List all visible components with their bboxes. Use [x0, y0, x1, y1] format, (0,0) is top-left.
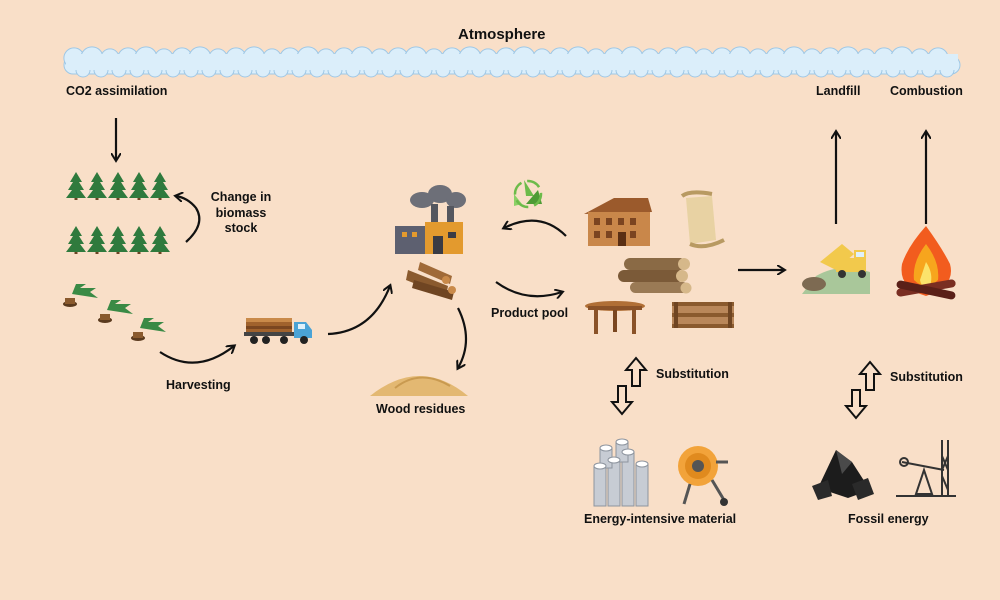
- landfill-label: Landfill: [816, 84, 861, 98]
- bonfire-icon: [896, 226, 956, 300]
- coal-pile-icon: [812, 450, 874, 500]
- dump-truck-icon: [802, 244, 870, 294]
- product-pool-label: Product pool: [491, 306, 569, 320]
- wood-residues-label: Wood residues: [376, 402, 466, 416]
- substitution-arrows-material: [609, 356, 649, 416]
- logging-truck-icon: [244, 318, 312, 344]
- wooden-house-icon: [584, 198, 652, 246]
- oil-pump-icon: [896, 440, 956, 497]
- log-pile-icon: [406, 262, 456, 300]
- sawdust-pile-icon: [370, 376, 468, 396]
- paper-scroll-icon: [680, 190, 725, 249]
- substitution-energy-label: Substitution: [890, 370, 963, 384]
- steel-pipes-icon: [593, 438, 649, 507]
- round-table-icon: [585, 301, 645, 334]
- fossil-energy-label: Fossil energy: [848, 512, 929, 526]
- flow-arrows: [116, 118, 926, 368]
- factory-icon: [395, 185, 466, 254]
- combustion-label: Combustion: [890, 84, 963, 98]
- harvesting-label: Harvesting: [166, 378, 231, 392]
- cut-tree-icon: [63, 284, 166, 341]
- energy-intensive-material-label: Energy-intensive material: [584, 512, 737, 526]
- cloud-band-icon: [63, 46, 961, 78]
- firewood-bundle-icon: [618, 258, 692, 294]
- conifer-tree-icon: [66, 172, 170, 254]
- atmosphere-label: Atmosphere: [458, 26, 546, 43]
- co2-assimilation-label: CO2 assimilation: [66, 84, 168, 98]
- substitution-material-label: Substitution: [656, 367, 729, 381]
- wooden-crate-icon: [672, 302, 734, 328]
- recycle-icon: [513, 179, 543, 209]
- substitution-arrows-energy: [843, 360, 883, 420]
- cement-mixer-icon: [678, 446, 728, 506]
- change-in-biomass-stock-label: Change in biomass stock: [210, 190, 272, 236]
